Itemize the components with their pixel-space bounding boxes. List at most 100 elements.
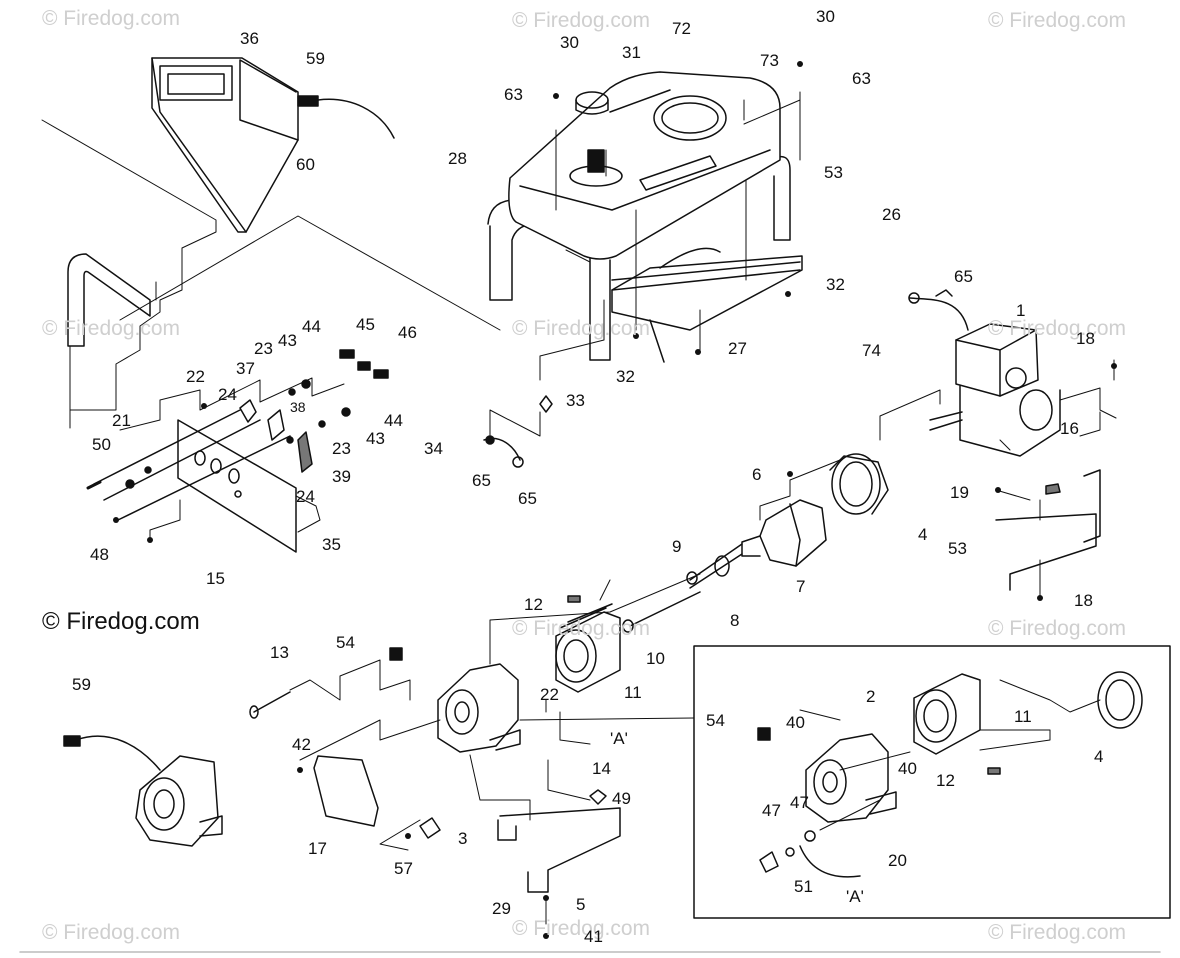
watermark-8: © Firedog.com xyxy=(988,617,1127,640)
part-label-72: 72 xyxy=(672,19,691,38)
bolt-13 xyxy=(253,691,291,713)
inset-carrier-2 xyxy=(805,733,897,823)
part-label-44: 44 xyxy=(384,411,403,430)
part-label-15: 15 xyxy=(206,569,225,588)
wire-59-top xyxy=(317,98,395,139)
part-label-63: 63 xyxy=(852,69,871,88)
part-label-54: 54 xyxy=(706,711,725,730)
part-label-2: 2 xyxy=(866,687,876,706)
part-label-13: 13 xyxy=(270,643,289,662)
part-label-50: 50 xyxy=(92,435,111,454)
part-label-46: 46 xyxy=(398,323,417,342)
part-label-34: 34 xyxy=(424,439,443,458)
engine-adapter-4 xyxy=(829,453,889,515)
watermark-6: © Firedog.com xyxy=(988,317,1127,340)
cover-17 xyxy=(313,755,379,827)
part-label-42: 42 xyxy=(292,735,311,754)
part-label-32: 32 xyxy=(616,367,635,386)
part-label-65: 65 xyxy=(954,267,973,286)
inset-wire-20 xyxy=(799,845,861,878)
part-label-30: 30 xyxy=(816,7,835,26)
part-label-12: 12 xyxy=(936,771,955,790)
watermark-7: © Firedog.com xyxy=(512,617,651,640)
part-label-35: 35 xyxy=(322,535,341,554)
inset-adapter-4 xyxy=(1097,671,1143,729)
watermark-3: © Firedog.com xyxy=(988,9,1127,32)
part-label-40: 40 xyxy=(786,713,805,732)
part-label-17: 17 xyxy=(308,839,327,858)
part-label-54: 54 xyxy=(336,633,355,652)
part-label-4: 4 xyxy=(918,525,928,544)
part-label-43: 43 xyxy=(278,331,297,350)
frame-lower xyxy=(497,789,621,893)
part-label-30: 30 xyxy=(560,33,579,52)
ref-a-2: 'A' xyxy=(846,887,864,906)
part-label-39: 39 xyxy=(332,467,351,486)
part-label-65: 65 xyxy=(472,471,491,490)
watermark-4: © Firedog.com xyxy=(42,317,181,340)
part-label-51: 51 xyxy=(794,877,813,896)
fuel-cap xyxy=(575,91,609,115)
part-label-38: 38 xyxy=(290,399,306,415)
part-label-65: 65 xyxy=(518,489,537,508)
part-label-74: 74 xyxy=(862,341,881,360)
rear-carrier xyxy=(437,663,521,753)
wire-59-left xyxy=(75,735,161,771)
plug-54 xyxy=(389,647,403,661)
handle-bar xyxy=(67,253,151,347)
part-label-9: 9 xyxy=(672,537,682,556)
part-label-73: 73 xyxy=(760,51,779,70)
part-label-22: 22 xyxy=(540,685,559,704)
inset-stator-11 xyxy=(913,673,981,755)
fasteners xyxy=(113,61,1117,939)
part-label-12: 12 xyxy=(524,595,543,614)
spark-wire-74 xyxy=(909,297,969,331)
part-label-37: 37 xyxy=(236,359,255,378)
part-label-5: 5 xyxy=(576,895,586,914)
part-label-3: 3 xyxy=(458,829,468,848)
part-label-7: 7 xyxy=(796,577,806,596)
part-label-24: 24 xyxy=(218,385,237,404)
washer-9 xyxy=(686,571,698,585)
watermark-2: © Firedog.com xyxy=(512,9,651,32)
air-box-part xyxy=(151,57,299,233)
part-label-1: 1 xyxy=(1016,301,1026,320)
ref-a-1: 'A' xyxy=(610,729,628,748)
part-label-11: 11 xyxy=(1014,707,1032,726)
rotor-part xyxy=(689,499,827,589)
part-label-23: 23 xyxy=(254,339,273,358)
part-label-32: 32 xyxy=(826,275,845,294)
part-label-31: 31 xyxy=(622,43,641,62)
connector-59-top xyxy=(297,95,319,107)
part-label-47: 47 xyxy=(790,793,809,812)
frame-right xyxy=(995,469,1101,591)
control-panel xyxy=(177,419,297,553)
leader-lines xyxy=(41,91,1117,925)
through-bolt-10 xyxy=(629,591,701,627)
frame-leg-shadow xyxy=(649,247,721,363)
part-label-41: 41 xyxy=(584,927,603,946)
part-label-22: 22 xyxy=(186,367,205,386)
part-label-16: 16 xyxy=(1060,419,1079,438)
part-label-44: 44 xyxy=(302,317,321,336)
inset-plug-54 xyxy=(757,727,771,741)
part-label-18: 18 xyxy=(1074,591,1093,610)
inset-box xyxy=(693,645,1171,919)
part-label-4: 4 xyxy=(1094,747,1104,766)
part-label-48: 48 xyxy=(90,545,109,564)
part-label-40: 40 xyxy=(898,759,917,778)
part-label-53: 53 xyxy=(824,163,843,182)
part-label-43: 43 xyxy=(366,429,385,448)
part-label-33: 33 xyxy=(566,391,585,410)
part-label-45: 45 xyxy=(356,315,375,334)
pin-12 xyxy=(567,595,581,603)
heat-shield xyxy=(611,255,803,331)
watermark-1: © Firedog.com xyxy=(42,7,181,30)
fuel-valve-33 xyxy=(539,395,553,413)
watermark-5: © Firedog.com xyxy=(512,317,651,340)
part-label-19: 19 xyxy=(950,483,969,502)
part-label-14: 14 xyxy=(592,759,611,778)
part-label-21: 21 xyxy=(112,411,131,430)
